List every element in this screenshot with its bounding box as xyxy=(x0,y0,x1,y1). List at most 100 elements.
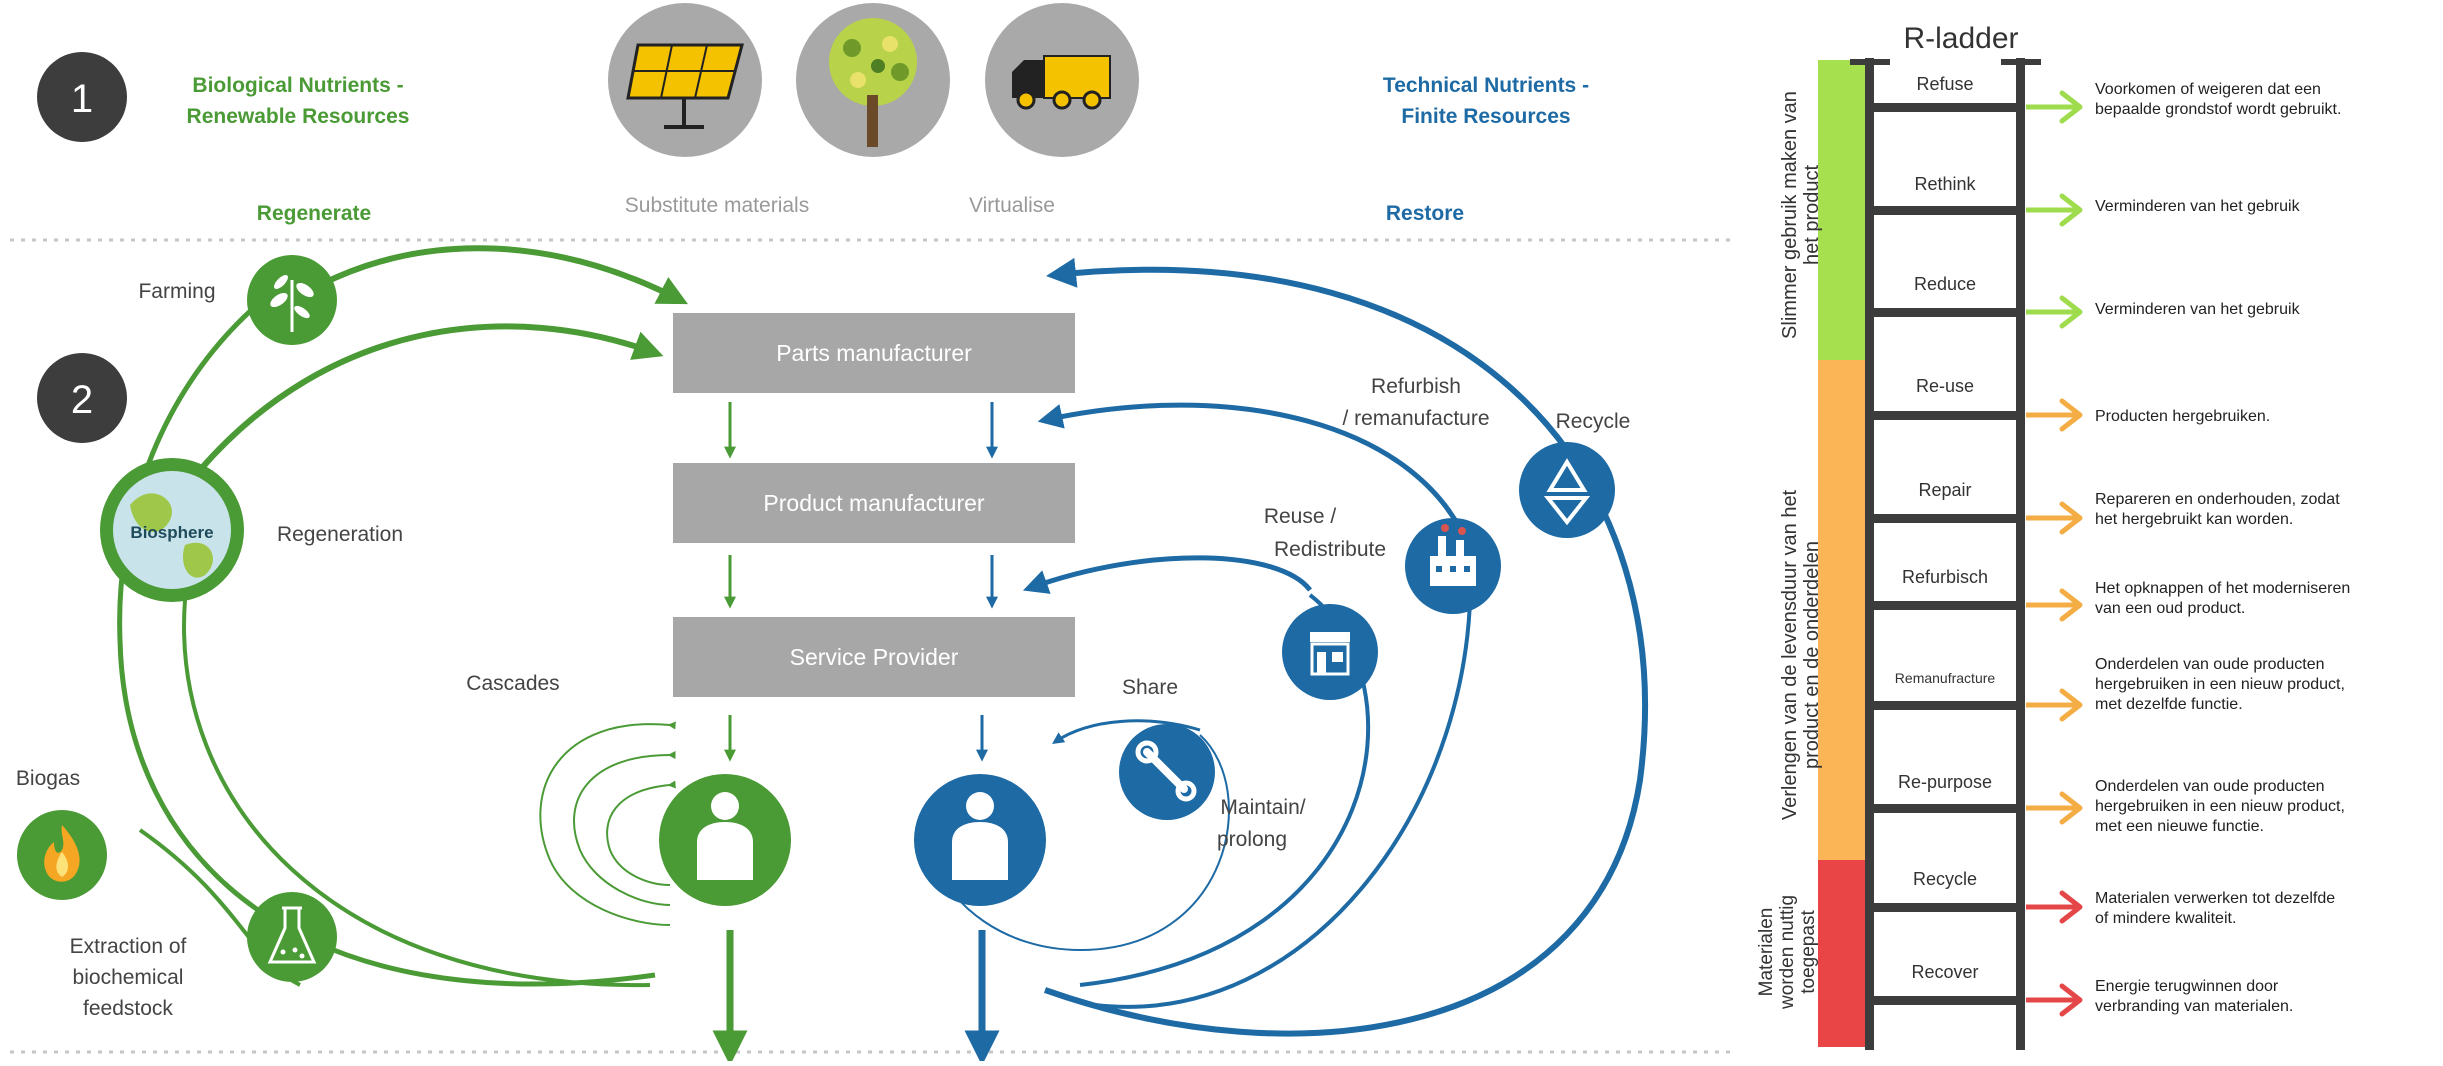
rung-label: Refuse xyxy=(1916,74,1973,94)
rung-label: Re-use xyxy=(1916,376,1974,396)
band-red xyxy=(1818,860,1866,1047)
rung-description: bepaalde grondstof wordt gebruikt. xyxy=(2095,101,2341,118)
rung-label: Rethink xyxy=(1914,174,1976,194)
stage-1-badge: 1 xyxy=(37,52,127,142)
svg-text:worden nuttig: worden nuttig xyxy=(1777,895,1798,1010)
rung-description: Verminderen van het gebruik xyxy=(2095,198,2301,215)
ladder-rail-right xyxy=(2016,58,2025,1050)
extraction-label-line1: Extraction of xyxy=(70,935,187,958)
solar-panel-icon xyxy=(608,3,762,157)
rung-bar xyxy=(1865,103,2025,112)
rung-description: of mindere kwaliteit. xyxy=(2095,910,2236,927)
rung-arrow-head xyxy=(2059,791,2083,825)
rung-arrow-head xyxy=(2059,688,2083,722)
rung-description: met een nieuwe functie. xyxy=(2095,818,2264,835)
ladder-rung-remanufracture: Remanufracture Onderdelen van oude produc… xyxy=(1865,656,2345,722)
rung-label: Re-purpose xyxy=(1898,772,1992,792)
rung-arrow-head xyxy=(2059,193,2083,227)
maintain-label-line1: Maintain/ xyxy=(1220,796,1305,819)
rung-arrow-head xyxy=(2059,90,2083,124)
bio-header-line1: Biological Nutrients - xyxy=(192,74,403,97)
rung-description: Onderdelen van oude producten xyxy=(2095,656,2325,673)
restore-label: Restore xyxy=(1386,202,1464,225)
reuse-label-line2: Redistribute xyxy=(1274,538,1386,561)
recycle-label: Recycle xyxy=(1556,410,1631,433)
refurbish-label-line1: Refurbish xyxy=(1371,375,1461,398)
rung-arrow-head xyxy=(2059,398,2083,432)
virtualise-label: Virtualise xyxy=(969,194,1055,217)
rung-bar xyxy=(1865,996,2025,1005)
rung-arrow-head xyxy=(2059,501,2083,535)
ladder-rung-re-purpose: Re-purpose Onderdelen van oude producten h… xyxy=(1865,772,2345,835)
rung-description: Energie terugwinnen door xyxy=(2095,978,2279,995)
band-label-red: Materialen worden nuttig toegepast xyxy=(1756,895,1819,1010)
biogas-label: Biogas xyxy=(16,767,80,790)
recycle-icon xyxy=(1519,442,1615,538)
shop-icon xyxy=(1282,604,1378,700)
rung-bar xyxy=(1865,206,2025,215)
regeneration-label: Regeneration xyxy=(277,523,403,546)
svg-text:Verlengen van de levensduur va: Verlengen van de levensduur van het xyxy=(1779,489,1801,820)
tech-header-line1: Technical Nutrients - xyxy=(1383,74,1589,97)
service-provider-box: Service Provider xyxy=(673,617,1075,697)
rung-arrow-head xyxy=(2059,983,2083,1017)
parts-manufacturer-box: Parts manufacturer xyxy=(673,313,1075,393)
svg-text:toegepast: toegepast xyxy=(1798,910,1819,994)
extraction-label-line3: feedstock xyxy=(83,997,173,1020)
wrench-icon xyxy=(1119,724,1215,820)
rung-bar xyxy=(1865,903,2025,912)
ladder-rail-left xyxy=(1865,58,1874,1050)
svg-text:Product manufacturer: Product manufacturer xyxy=(763,490,985,516)
rung-description: het hergebruikt kan worden. xyxy=(2095,511,2293,528)
bio-header-line2: Renewable Resources xyxy=(187,105,410,128)
technical-loops xyxy=(939,257,1648,1066)
band-orange xyxy=(1818,360,1866,860)
rung-arrow-head xyxy=(2059,588,2083,622)
rung-label: Recycle xyxy=(1913,869,1977,889)
rung-description: verbranding van materialen. xyxy=(2095,998,2293,1015)
extraction-label-line2: biochemical xyxy=(73,966,184,989)
rung-bar xyxy=(1865,701,2025,710)
rung-description: Verminderen van het gebruik xyxy=(2095,301,2301,318)
refurbish-label-line2: / remanufacture xyxy=(1342,407,1489,430)
maintain-label-line2: prolong xyxy=(1217,828,1287,851)
biogas-flame-icon xyxy=(17,810,107,900)
bio-user-icon xyxy=(659,774,791,906)
rung-bar xyxy=(1865,514,2025,523)
svg-text:2: 2 xyxy=(71,378,93,422)
band-label-green: Slimmer gebruik maken van het product xyxy=(1779,91,1823,339)
rung-label: Remanufracture xyxy=(1895,670,1996,686)
share-label: Share xyxy=(1122,676,1178,699)
extraction-flask-icon xyxy=(247,892,337,982)
svg-text:Slimmer gebruik maken van: Slimmer gebruik maken van xyxy=(1779,91,1801,339)
rung-description: Het opknappen of het moderniseren xyxy=(2095,580,2350,597)
rung-description: Repareren en onderhouden, zodat xyxy=(2095,491,2340,508)
rung-description: Voorkomen of weigeren dat een xyxy=(2095,81,2321,98)
svg-text:1: 1 xyxy=(71,77,93,121)
rung-bar xyxy=(1865,601,2025,610)
stage-2-badge: 2 xyxy=(37,353,127,443)
rung-description: hergebruiken in een nieuw product, xyxy=(2095,798,2345,815)
r-ladder-title: R-ladder xyxy=(1903,22,2018,55)
rung-description: van een oud product. xyxy=(2095,600,2245,617)
svg-text:Service Provider: Service Provider xyxy=(790,644,959,670)
reuse-label-line1: Reuse / xyxy=(1264,505,1337,528)
rung-bar xyxy=(1865,308,2025,317)
farming-leaf-icon xyxy=(247,255,337,345)
cascades-label: Cascades xyxy=(466,672,559,695)
rung-description: hergebruiken in een nieuw product, xyxy=(2095,676,2345,693)
truck-icon xyxy=(985,3,1139,157)
rung-description: Onderdelen van oude producten xyxy=(2095,778,2325,795)
rung-description: met dezelfde functie. xyxy=(2095,696,2243,713)
band-label-orange: Verlengen van de levensduur van het prod… xyxy=(1779,489,1823,820)
rung-label: Reduce xyxy=(1914,274,1976,294)
rung-label: Recover xyxy=(1911,962,1978,982)
substitute-materials-label: Substitute materials xyxy=(625,194,809,217)
